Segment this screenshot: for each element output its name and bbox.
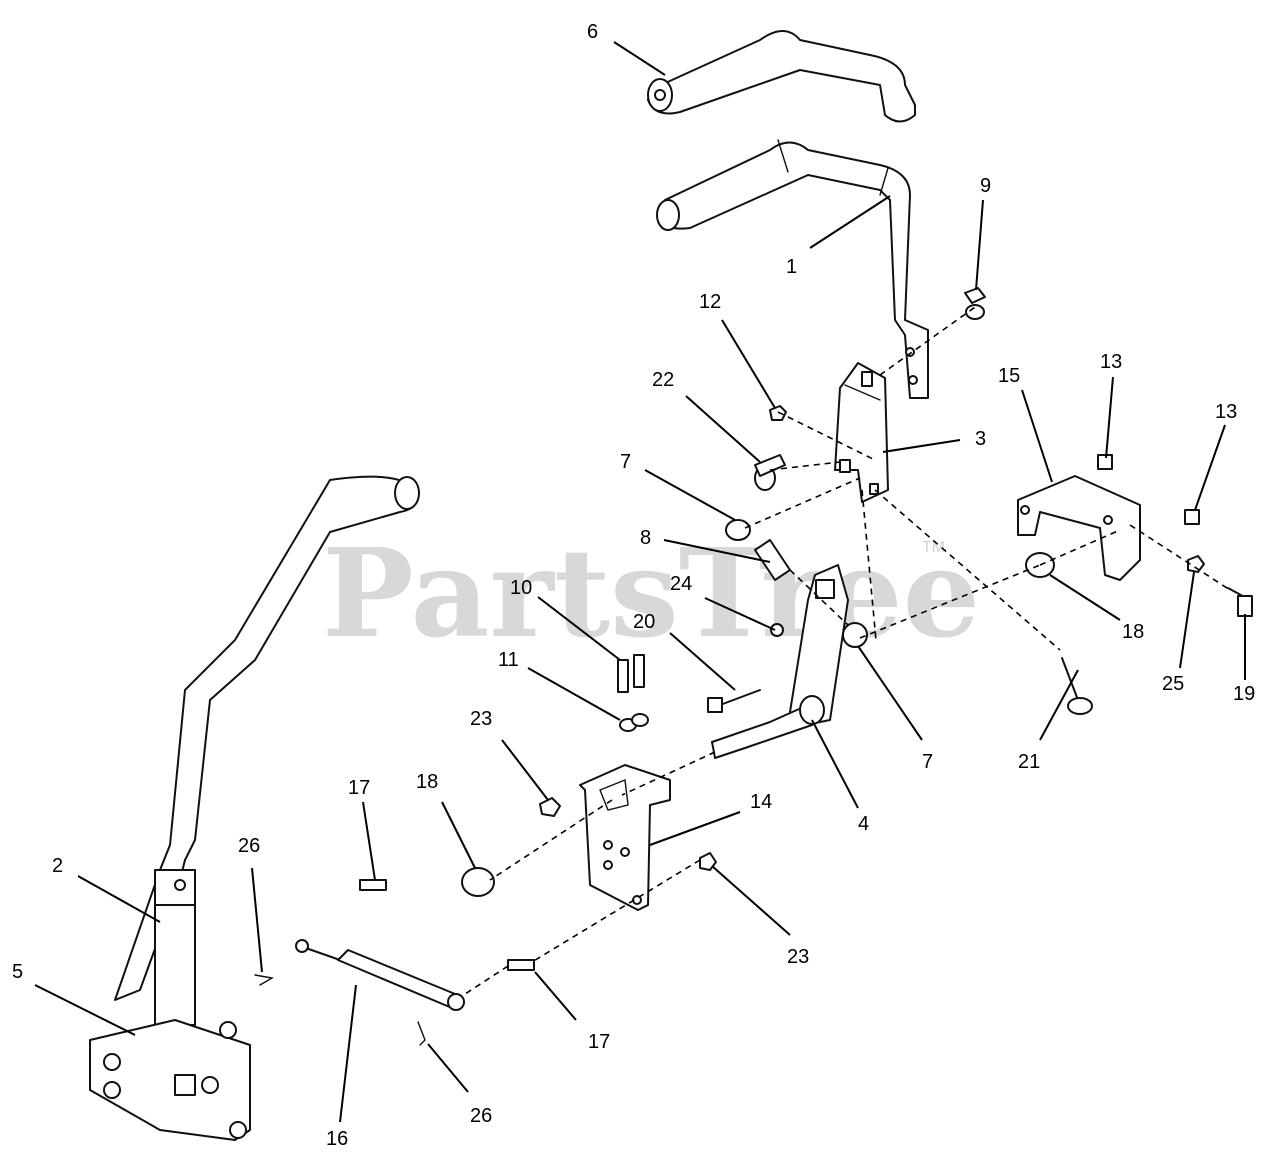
callout-labels: 6 1 9 12 22 3 15 13 13 7 8 10 24 20 11 1… bbox=[12, 21, 1255, 1150]
callout-18-a: 18 bbox=[1122, 621, 1144, 643]
part-nut-25 bbox=[1187, 555, 1205, 573]
callout-25: 25 bbox=[1162, 673, 1184, 695]
part-nut-23-upper bbox=[539, 797, 561, 817]
callout-2: 2 bbox=[52, 855, 63, 877]
callout-17-b: 17 bbox=[588, 1031, 610, 1053]
part-clip-26-lower bbox=[417, 1021, 426, 1046]
callout-10: 10 bbox=[510, 577, 532, 599]
callout-11: 11 bbox=[498, 649, 519, 671]
callout-5: 5 bbox=[12, 961, 23, 983]
callout-8: 8 bbox=[640, 527, 651, 549]
callout-17-a: 17 bbox=[348, 777, 370, 799]
callout-9: 9 bbox=[980, 175, 991, 197]
part-bolt-19 bbox=[1227, 587, 1253, 617]
leader-lines bbox=[34, 41, 1246, 1123]
part-handle-1 bbox=[656, 139, 929, 399]
part-bolt-13-b bbox=[1184, 509, 1200, 525]
part-plate-14 bbox=[579, 764, 671, 911]
callout-26-b: 26 bbox=[470, 1105, 492, 1127]
callout-24: 24 bbox=[670, 573, 692, 595]
part-nut-12 bbox=[769, 405, 787, 421]
callout-13-a: 13 bbox=[1100, 351, 1122, 373]
assembly-lines bbox=[461, 304, 1231, 997]
part-clip-26-upper bbox=[254, 974, 275, 986]
watermark-trademark: TM bbox=[922, 539, 945, 556]
part-bolts-10 bbox=[617, 654, 645, 693]
part-base-5 bbox=[89, 1019, 251, 1141]
callout-7-b: 7 bbox=[922, 751, 933, 773]
callout-13-b: 13 bbox=[1215, 401, 1237, 423]
part-bolt-20 bbox=[707, 689, 761, 713]
callout-12: 12 bbox=[699, 291, 721, 313]
callout-21: 21 bbox=[1018, 751, 1040, 773]
part-grip-6 bbox=[647, 30, 916, 123]
part-lever-4 bbox=[711, 564, 849, 759]
callout-14: 14 bbox=[750, 791, 772, 813]
part-stud-17-lower bbox=[507, 959, 535, 971]
callout-19: 19 bbox=[1233, 683, 1255, 705]
part-bracket-3 bbox=[834, 362, 889, 503]
callout-22: 22 bbox=[652, 369, 674, 391]
callout-23-b: 23 bbox=[787, 946, 809, 968]
callout-3: 3 bbox=[975, 428, 986, 450]
callout-6: 6 bbox=[587, 21, 598, 43]
callout-26-a: 26 bbox=[238, 835, 260, 857]
callout-23-a: 23 bbox=[470, 708, 492, 730]
part-bolt-21 bbox=[1061, 657, 1093, 715]
part-washer-7-upper bbox=[725, 519, 751, 541]
callout-20: 20 bbox=[633, 611, 655, 633]
part-gas-spring-16 bbox=[295, 939, 465, 1011]
part-bushing-18-lower bbox=[461, 867, 495, 897]
part-stud-17-upper bbox=[359, 879, 387, 891]
callout-1: 1 bbox=[786, 256, 797, 278]
watermark-text: PartsTree bbox=[322, 521, 980, 665]
callout-16: 16 bbox=[326, 1128, 348, 1150]
part-bolt-22 bbox=[754, 454, 786, 491]
part-washers-11 bbox=[619, 713, 649, 732]
callout-15: 15 bbox=[998, 365, 1020, 387]
callout-7-a: 7 bbox=[620, 451, 631, 473]
part-bolt-13-a bbox=[1097, 454, 1113, 470]
callout-18-b: 18 bbox=[416, 771, 438, 793]
part-nut-9 bbox=[964, 287, 986, 320]
part-washer-7-lower bbox=[842, 622, 868, 648]
part-control-lever-2 bbox=[114, 475, 420, 1026]
callout-4: 4 bbox=[858, 813, 869, 835]
part-nut-24 bbox=[770, 623, 784, 637]
part-bracket-15 bbox=[1017, 475, 1141, 581]
